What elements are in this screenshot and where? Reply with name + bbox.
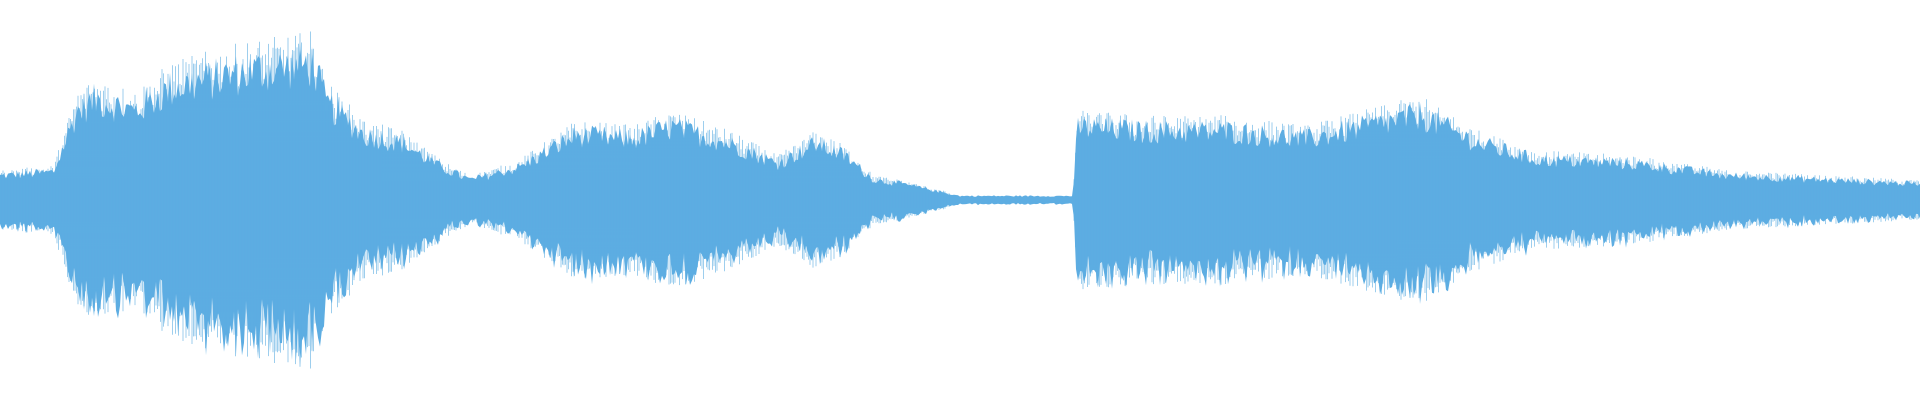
- waveform-spikes: [0, 31, 1920, 369]
- waveform-samples: [0, 31, 1920, 369]
